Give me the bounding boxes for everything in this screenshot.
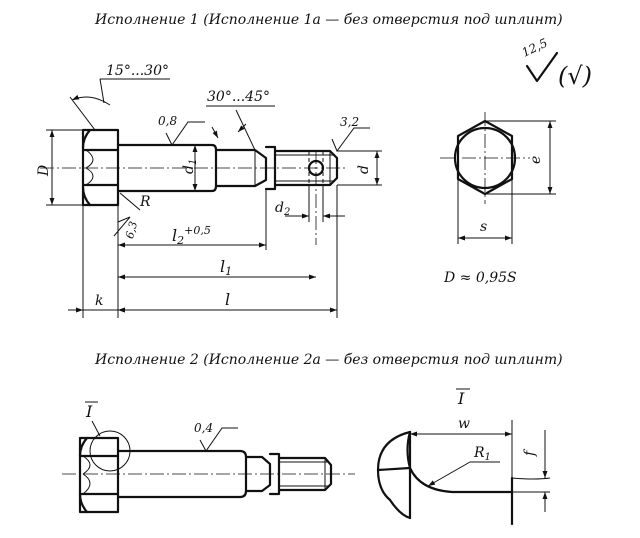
dim-d2-label: d2	[275, 200, 290, 218]
angle-groove-label: 30°...45°	[207, 89, 270, 105]
view-label-left: I	[85, 402, 93, 421]
dim-s-label: s	[480, 219, 487, 235]
rough-general-value: 12,5	[520, 36, 550, 60]
dim-k-label: k	[95, 293, 103, 309]
rough-thread-label: 3,2	[340, 115, 359, 129]
variant1-hex-end-view: e s D ≈ 0,95S	[440, 112, 556, 286]
dim-l2-label: l2+0,5	[172, 224, 211, 247]
dim-D-label: D	[36, 165, 52, 177]
dim-w-label: w	[458, 416, 470, 432]
rough-underhead-label: 6,3	[123, 220, 140, 240]
dim-e-label: e	[528, 156, 544, 164]
variant2-title: Исполнение 2 (Исполнение 2а — без отверс…	[94, 352, 563, 368]
variant2-side-view: I 0,4	[62, 401, 355, 514]
rough-general-paren: (√)	[558, 62, 592, 90]
general-roughness-symbol: 12,5 (√)	[520, 36, 592, 90]
variant1-title: Исполнение 1 (Исполнение 1а — без отверс…	[94, 12, 563, 28]
rough-shank-v2-label: 0,4	[194, 421, 213, 435]
angle-head-label: 15°...30°	[106, 63, 169, 79]
variant1-side-view: D d1 d d2 R l2+0,5 l1 l k	[36, 63, 382, 318]
dim-l-label: l	[225, 290, 230, 309]
dim-f-label: f	[522, 448, 538, 457]
view-label-right: I	[457, 389, 465, 408]
formula-label: D ≈ 0,95S	[443, 270, 517, 286]
dim-d1-label: d1	[181, 159, 199, 174]
dim-l1-label: l1	[220, 257, 232, 278]
dim-d-label: d	[356, 165, 372, 174]
variant2-detail-view: I w R1 f	[376, 388, 551, 526]
rough-shank-label: 0,8	[158, 114, 177, 128]
dim-R1-label: R1	[473, 445, 491, 463]
dim-R-label: R	[139, 194, 151, 210]
